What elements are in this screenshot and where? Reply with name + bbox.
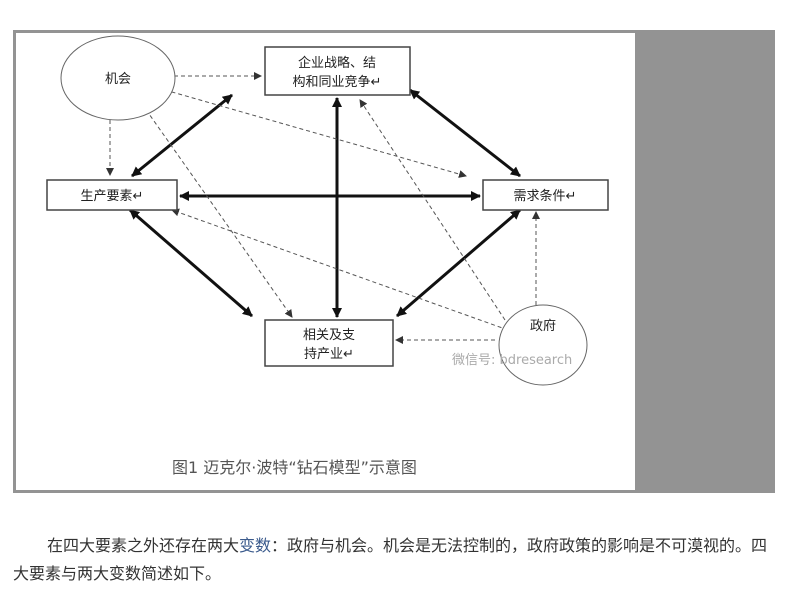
figure-caption: 图1 迈克尔·波特“钻石模型”示意图	[172, 458, 417, 477]
svg-text:构和同业竞争↵: 构和同业竞争↵	[293, 74, 382, 90]
svg-text:相关及支: 相关及支	[303, 328, 355, 343]
paragraph-text-1: 在四大要素之外还存在两大	[47, 536, 240, 555]
body-paragraph: 在四大要素之外还存在两大变数：政府与机会。机会是无法控制的，政府政策的影响是不可…	[13, 532, 778, 588]
svg-text:需求条件↵: 需求条件↵	[514, 188, 577, 204]
node-demand: 需求条件↵	[482, 179, 609, 211]
node-factor: 生产要素↵	[46, 179, 178, 211]
node-strategy: 企业战略、结 构和同业竞争↵	[264, 46, 411, 96]
svg-text:生产要素↵: 生产要素↵	[81, 189, 144, 204]
node-government: 政府	[498, 304, 588, 386]
svg-text:企业战略、结: 企业战略、结	[298, 55, 376, 71]
node-chance: 机会	[60, 35, 176, 121]
arrow-strategy-factor	[131, 93, 233, 178]
diamond-model-diagram: 机会 企业战略、结 构和同业竞争↵ 生产要素↵ 需求条件↵ 相关及支 持产业↵ …	[46, 35, 609, 386]
watermark: 微信号: bdresearch	[452, 353, 572, 368]
arrow-strategy-demand	[409, 88, 521, 178]
diamond-model-figure: 机会 企业战略、结 构和同业竞争↵ 生产要素↵ 需求条件↵ 相关及支 持产业↵ …	[16, 33, 635, 490]
arrow-factor-related	[129, 208, 253, 318]
solid-arrows	[129, 88, 521, 318]
paragraph-text-2: ：政府与机会。机会是无法控制的，政府政策的影响是不可漠视的。四大要素与两大变数简…	[13, 536, 768, 583]
dashed-arrows	[106, 72, 540, 344]
svg-text:政府: 政府	[530, 319, 556, 334]
svg-text:机会: 机会	[105, 72, 131, 87]
variable-link[interactable]: 变数	[239, 536, 272, 555]
arrow-demand-related	[396, 208, 521, 318]
svg-text:持产业↵: 持产业↵	[304, 347, 354, 362]
node-related: 相关及支 持产业↵	[264, 319, 394, 367]
